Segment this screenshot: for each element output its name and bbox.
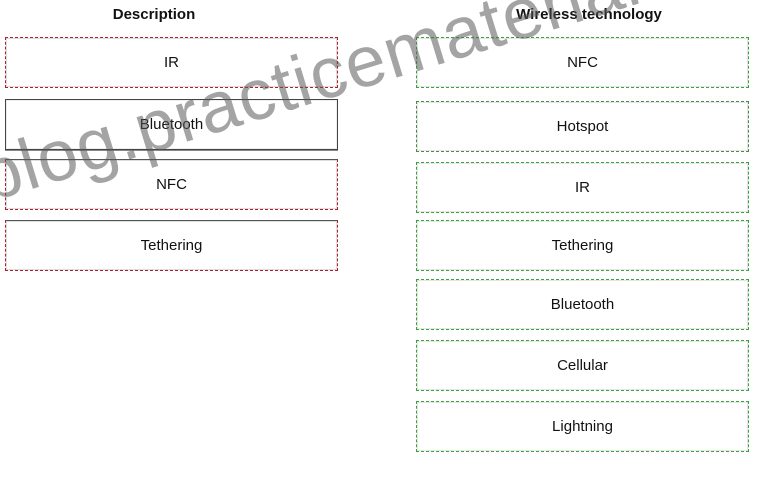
- description-box-label: IR: [164, 54, 179, 71]
- description-box-4[interactable]: Tethering: [5, 220, 338, 271]
- description-box-label: Tethering: [140, 237, 203, 254]
- technology-option-label: Bluetooth: [550, 296, 615, 313]
- description-box-1[interactable]: IR: [5, 37, 338, 88]
- description-heading: Description: [112, 6, 196, 23]
- technology-option-label: Cellular: [557, 357, 608, 374]
- technology-option-label: IR: [575, 179, 590, 196]
- description-box-3[interactable]: NFC: [5, 159, 338, 210]
- technology-option-label: Lightning: [552, 418, 613, 435]
- technology-option-nfc[interactable]: NFC: [416, 37, 749, 88]
- technology-option-hotspot[interactable]: Hotspot: [416, 101, 749, 152]
- technology-option-lightning[interactable]: Lightning: [416, 401, 749, 452]
- technology-option-bluetooth[interactable]: Bluetooth: [416, 279, 749, 330]
- technology-option-cellular[interactable]: Cellular: [416, 340, 749, 391]
- description-box-label: NFC: [156, 176, 187, 193]
- technology-option-tethering[interactable]: Tethering: [416, 220, 749, 271]
- description-box-2[interactable]: Bluetooth: [5, 99, 338, 150]
- technology-option-label: Hotspot: [556, 118, 609, 135]
- technology-option-label: Tethering: [551, 237, 614, 254]
- technology-option-ir[interactable]: IR: [416, 162, 749, 213]
- wireless-technology-heading: Wireless technology: [516, 6, 662, 23]
- description-box-label: Bluetooth: [139, 116, 204, 133]
- technology-option-label: NFC: [567, 54, 598, 71]
